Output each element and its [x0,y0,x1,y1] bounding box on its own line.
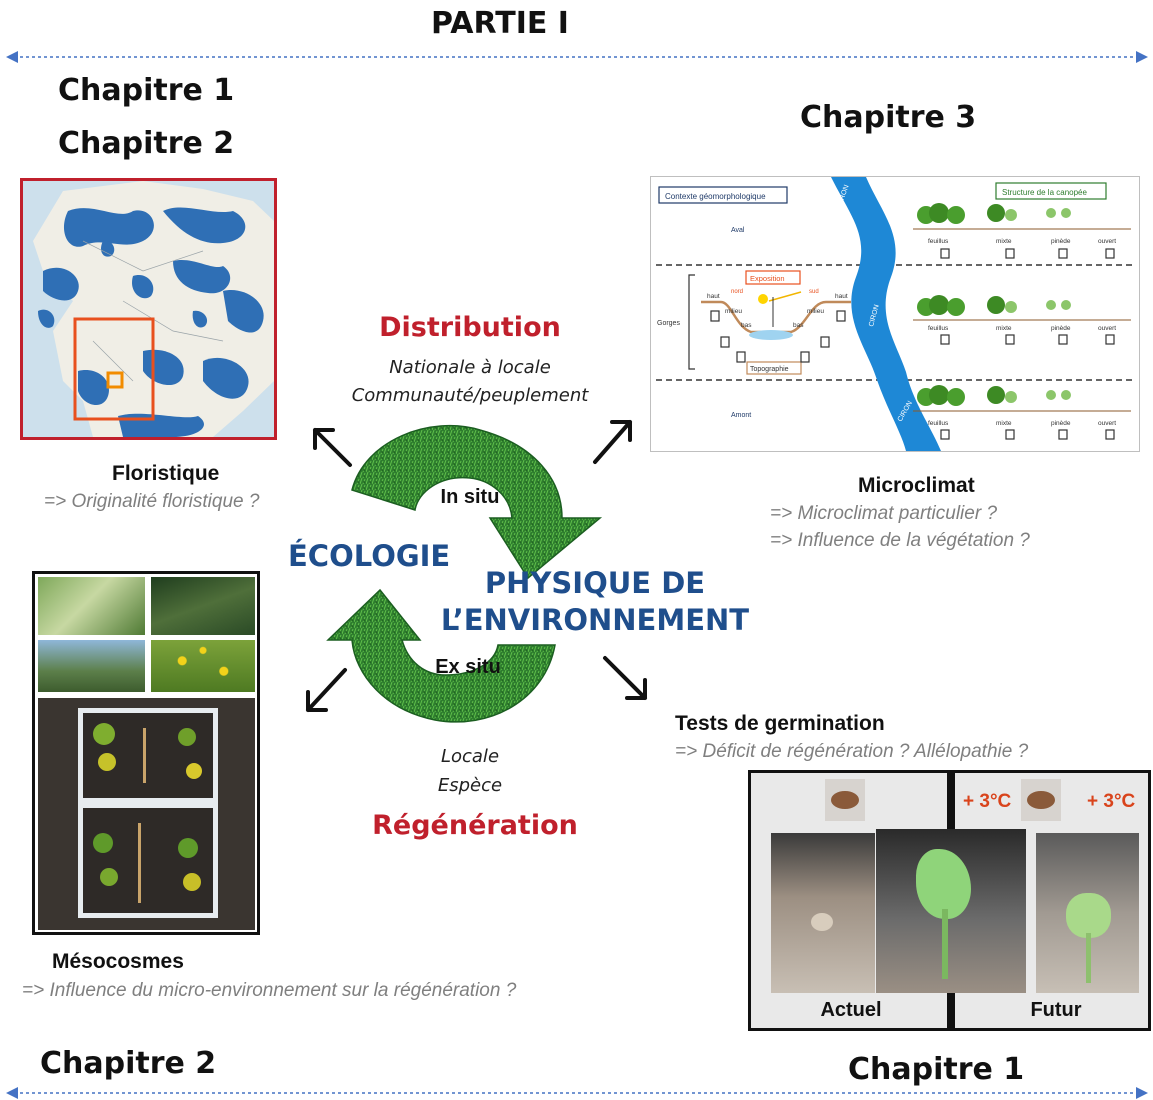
part-title: PARTIE I [431,6,569,41]
regeneration-scale: Locale [440,746,500,767]
canopy-label-mixte-3: mixte [996,420,1012,427]
seedling-photo-future [1036,833,1139,993]
forest-photo-2 [151,577,255,635]
microclimat-diagram: CIRON CIRON CIRON Contexte géomorphologi… [650,176,1140,452]
germination-title: Tests de germination [675,712,885,735]
canopy-label-ouvert-2: ouvert [1098,325,1116,332]
exposition-label: Exposition [750,274,785,283]
gorges-label: Gorges [657,320,680,327]
haut-left-label: haut [707,293,720,300]
microclimat-diagram-graphic: CIRON CIRON CIRON Contexte géomorphologi… [656,177,1134,451]
caption-future: Futur [1030,999,1082,1021]
chapter-2-bottom-left: Chapitre 2 [40,1046,217,1081]
mesocosmes-title: Mésocosmes [52,950,184,973]
bas-right-label: bas [793,322,804,329]
chapter-2-top-left: Chapitre 2 [58,126,235,161]
canopy-label-pinede-2: pinède [1051,325,1071,332]
floristique-title: Floristique [112,462,220,485]
mesocosmes-photos [32,571,260,935]
microclimat-title: Microclimat [858,474,975,497]
acorn-icon-right [1021,779,1061,821]
canopy-box-label: Structure de la canopée [1002,188,1087,197]
canopy-label-mixte-1: mixte [996,238,1012,245]
arrow-to-germination [603,656,647,700]
canopy-label-ouvert-3: ouvert [1098,420,1116,427]
canopy-label-feuillus-3: feuillus [928,420,949,427]
canopy-label-feuillus-2: feuillus [928,325,949,332]
floristique-question: => Originalité floristique ? [44,491,260,512]
caption-current: Actuel [820,999,882,1021]
temperature-label-1: + 3°C [963,791,1012,812]
seedling-photo-current [771,833,875,993]
physique-label-line-2: L’ENVIRONNEMENT [440,603,750,637]
amont-label: Amont [731,412,751,419]
canopy-label-pinede-3: pinède [1051,420,1071,427]
chapter-1-top-left: Chapitre 1 [58,73,235,108]
regeneration-title: Régénération [372,810,578,841]
acorn-icon-left [825,779,865,821]
mesocosm-boxes-photo [38,698,255,930]
meadow-photo [151,640,255,692]
physique-label-line-1: PHYSIQUE DE [484,566,706,600]
forest-photo-3 [38,640,145,692]
chapter-3-top-right: Chapitre 3 [800,100,977,135]
sud-label: sud [809,289,819,295]
microclimat-question-2: => Influence de la végétation ? [770,530,1030,551]
ex-situ-cycle-arrow [326,588,556,723]
in-situ-cycle-arrow [351,424,603,580]
temperature-label-2: + 3°C [1087,791,1136,812]
arrow-to-microclimat [593,420,632,464]
milieu-left-label: milieu [725,308,742,315]
ex-situ-label: Ex situ [435,656,501,678]
top-timeline-arrow [6,51,1148,63]
arrow-to-mesocosmes [306,668,347,712]
forest-photo-1 [38,577,145,635]
black-arrows [306,420,647,712]
bottom-timeline-arrow [6,1087,1148,1099]
distribution-title: Distribution [379,312,561,343]
haut-right-label: haut [835,293,848,300]
france-map [20,178,277,440]
in-situ-label: In situ [440,486,500,508]
canopy-label-feuillus-1: feuillus [928,238,949,245]
distribution-level: Communauté/peuplement [351,385,589,406]
germination-question: => Déficit de régénération ? Allélopathi… [675,741,1029,762]
microclimat-question-1: => Microclimat particulier ? [770,503,998,524]
cycle-diagram [306,420,647,723]
seedling-photo-large [876,829,1026,993]
distribution-scale: Nationale à locale [389,357,551,378]
canopy-label-pinede-1: pinède [1051,238,1071,245]
topographie-label: Topographie [750,366,789,373]
aval-label: Aval [731,227,745,234]
canopy-label-ouvert-1: ouvert [1098,238,1116,245]
chapter-1-bottom-right: Chapitre 1 [848,1052,1025,1087]
france-map-graphic [23,181,274,437]
ecologie-label: ÉCOLOGIE [288,539,451,573]
context-box-label: Contexte géomorphologique [665,192,766,201]
nord-label: nord [731,289,743,295]
arrow-to-floristique [313,428,352,467]
germination-photos: + 3°C + 3°C Actuel Futur [748,770,1151,1031]
milieu-right-label: milieu [807,308,824,315]
mesocosmes-question: => Influence du micro-environnement sur … [22,980,517,1001]
bas-left-label: bas [741,322,752,329]
canopy-label-mixte-2: mixte [996,325,1012,332]
regeneration-level: Espèce [437,775,503,796]
